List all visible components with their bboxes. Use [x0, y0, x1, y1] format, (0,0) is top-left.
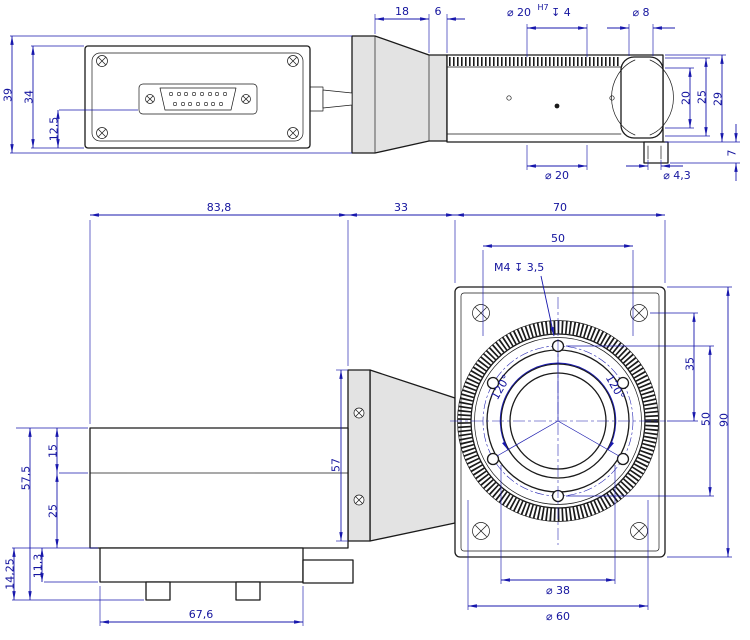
- plate-corner-screws: [472, 304, 648, 540]
- dim-label-neck-length: 33: [394, 201, 408, 214]
- dim-label-body-bottom: 25: [47, 504, 60, 518]
- cable-connector: [309, 86, 353, 112]
- dim-label-hole-spacing: 50: [551, 232, 565, 245]
- dim-label-neck-width: 6: [435, 5, 442, 18]
- taper-housing-plan: [347, 369, 456, 542]
- dim-label-body-length: 83,8: [207, 201, 232, 214]
- dim-label-base-length: 67,6: [189, 608, 214, 621]
- dim-label-total-height: 57,5: [20, 466, 33, 491]
- body-corner-screws: [96, 55, 299, 139]
- clamp-collar: [611, 56, 674, 139]
- dim-label-foot-height: 14,25: [4, 558, 17, 590]
- dim-label-ring-dia: ⌀ 60: [546, 610, 570, 623]
- dim-label-clamp-dia: ⌀ 8: [632, 6, 649, 19]
- axis-center-dot: [554, 103, 560, 109]
- dim-label-bore-dia: ⌀ 20: [507, 6, 531, 19]
- base-plate: [99, 547, 304, 601]
- dim-label-tab-hole-dia: ⌀ 4,3: [663, 169, 691, 182]
- dim-label-bore-fit: H7: [537, 3, 548, 12]
- motor-body-plan: [89, 427, 349, 549]
- dim-label-connector-offset: 12,5: [48, 117, 61, 142]
- angle-construction: [496, 352, 620, 457]
- taper-housing: [351, 35, 448, 154]
- plan-view-extension-lines: [12, 220, 732, 626]
- dim-label-thread-spec: M4 ↧ 3,5: [494, 261, 544, 274]
- dim-label-tab-height: 7: [726, 150, 739, 157]
- dim-label-flange-height-plan: 57: [330, 458, 343, 472]
- dim-label-center-dia: ⌀ 38: [546, 584, 570, 597]
- dim-label-plate-thickness: 11,3: [32, 554, 45, 579]
- dim-label-taper-width: 18: [395, 5, 409, 18]
- side-view-dimension-lines: [10, 17, 738, 181]
- dim-label-plate-height: 90: [718, 413, 731, 427]
- clamp-tab: [643, 141, 669, 164]
- side-view: 18 6 ⌀ 20 H7 ↧ 4 ⌀ 8 39 34 12,5 20 25 29…: [2, 3, 740, 182]
- dim-label-right-20: 20: [680, 91, 693, 105]
- dim-label-right-25: 25: [696, 90, 709, 104]
- cable-connector-plan: [302, 559, 354, 584]
- dsub-pins: [169, 92, 228, 107]
- dim-label-bolt-circle: 50: [700, 412, 713, 426]
- dim-label-hole-offset: 35: [684, 357, 697, 371]
- dim-label-flange-height: 39: [2, 88, 15, 102]
- dsub-connector: [138, 83, 258, 115]
- dim-label-right-29: 29: [712, 92, 725, 106]
- dim-label-bore-depth: ↧ 4: [551, 6, 571, 19]
- flange-screws: [353, 407, 365, 506]
- dim-label-body-height: 34: [23, 90, 36, 104]
- dim-label-body-top: 15: [47, 444, 60, 458]
- plan-view-dimension-lines: [12, 213, 730, 624]
- plan-view: 83,8 33 70 50 M4 ↧ 3,5 120° 120° 35 50 9…: [4, 201, 732, 626]
- dim-label-plate-width: 70: [553, 201, 567, 214]
- dim-label-shaft-dia: ⌀ 20: [545, 169, 569, 182]
